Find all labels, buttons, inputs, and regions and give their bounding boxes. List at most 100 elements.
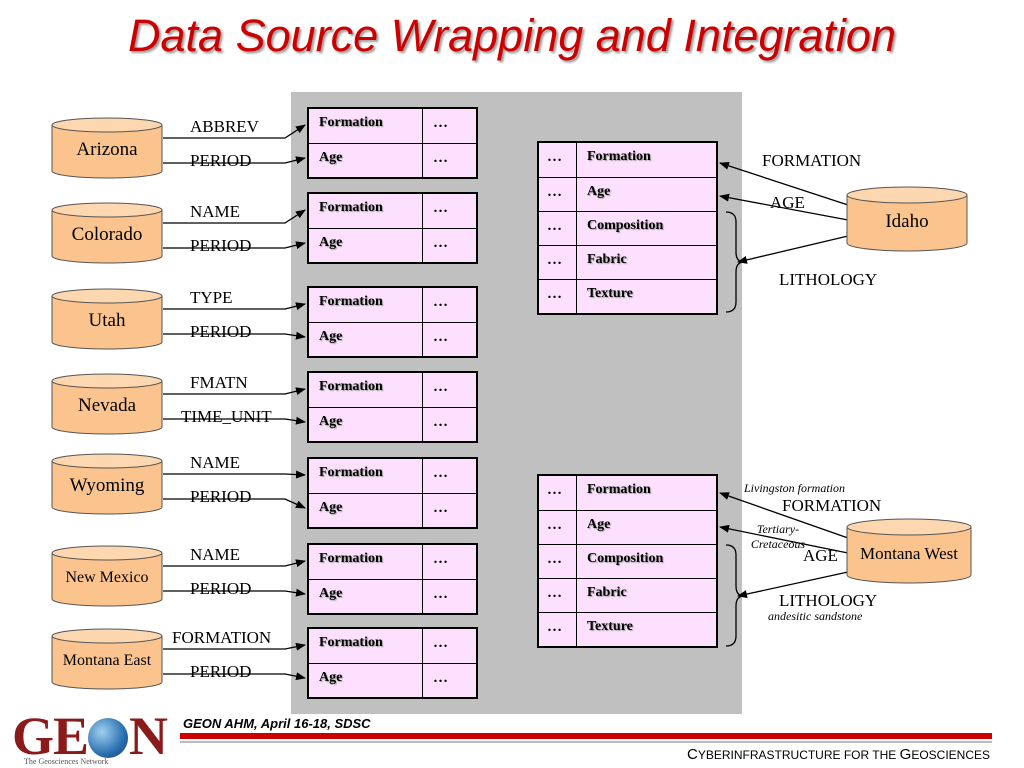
ellipsis-cell: … — [433, 635, 448, 651]
wrapper-attr-age: Age — [309, 664, 423, 697]
ellipsis-cell: … — [539, 511, 577, 544]
database-cylinder-icon — [846, 186, 968, 252]
database-nevada: Nevada — [51, 373, 163, 437]
wrapper-row-age: Age … — [309, 579, 476, 613]
wrapper-row-formation: Formation… — [309, 545, 476, 579]
schema-attr-texture: Texture — [587, 286, 633, 301]
footer-divider-shadow — [180, 741, 992, 743]
mapping-arrow — [163, 241, 306, 250]
wrapper-attr-age: Age — [309, 229, 423, 262]
wrapper-row-formation: Formation… — [309, 288, 476, 322]
ellipsis-cell: … — [539, 212, 577, 245]
footer-tagline: CYBERINFRASTRUCTURE FOR THE GEOSCIENCES — [640, 746, 990, 763]
idaho-age-arrow — [719, 193, 849, 221]
ellipsis-cell: … — [539, 280, 577, 313]
database-label: Utah — [88, 310, 126, 331]
wrapper-row-age: Age… — [309, 228, 476, 262]
mapping-arrow — [163, 470, 306, 479]
wrapper-attr-age: Age — [309, 323, 423, 356]
ellipsis-cell: … — [433, 414, 448, 430]
ellipsis-cell: … — [433, 294, 448, 310]
database-label: Montana West — [860, 544, 958, 563]
schema-attr-fabric: Fabric — [587, 585, 627, 600]
mapping-arrow — [163, 642, 306, 651]
mapping-arrow — [163, 416, 306, 425]
ellipsis-cell: … — [433, 465, 448, 481]
schema-row-age: …Age — [539, 177, 716, 211]
wrapper-row-age: Age … — [309, 663, 476, 697]
ellipsis-cell: … — [433, 379, 448, 395]
wrapper-attr-age: Age — [309, 580, 423, 613]
source-field-1: NAME — [190, 545, 241, 564]
database-new-mexico: New Mexico — [51, 545, 163, 609]
idaho-formation-arrow — [719, 162, 849, 206]
event-caption: GEON AHM, April 16-18, SDSC — [183, 716, 371, 731]
wrapper-table: Formation … Age… — [307, 457, 478, 529]
montana-lithology-arrow — [737, 568, 857, 598]
database-label: New Mexico — [65, 569, 149, 586]
mapping-arrow — [163, 672, 306, 681]
source-field-2: PERIOD — [190, 662, 252, 681]
database-arizona: Arizona — [51, 117, 163, 181]
schema-attr-texture: Texture — [587, 619, 633, 634]
source-field-2: TIME_UNIT — [181, 407, 272, 426]
wrapper-attr-formation: Formation — [309, 194, 423, 228]
wrapper-row-formation: Formation … — [309, 459, 476, 493]
wrapper-row-age: Age … — [309, 407, 476, 441]
idaho-lithology-arrow — [737, 232, 857, 264]
wrapper-attr-formation: Formation — [309, 459, 423, 493]
source-field-1: NAME — [190, 453, 241, 472]
wrapper-row-formation: Formation … — [309, 373, 476, 407]
footer-divider — [180, 733, 992, 739]
wrapper-attr-age: Age — [309, 408, 423, 441]
wrapper-table: Formation … Age… — [307, 192, 478, 264]
source-field-1: FMATN — [190, 373, 248, 392]
ellipsis-cell: … — [433, 150, 448, 166]
database-montana-west: Montana West — [846, 518, 972, 584]
source-field-2: PERIOD — [190, 487, 252, 506]
idaho-formation-field: FORMATION — [762, 151, 862, 170]
ellipsis-cell: … — [433, 200, 448, 216]
ellipsis-cell: … — [539, 143, 577, 177]
schema-attr-formation: Formation — [587, 482, 651, 497]
mapping-arrow — [163, 302, 306, 311]
schema-attr-age: Age — [587, 184, 611, 199]
wrapper-table: Formation…Age … — [307, 543, 478, 615]
wrapper-row-age: Age… — [309, 493, 476, 527]
ellipsis-cell: … — [433, 586, 448, 602]
idaho-lithology-field: LITHOLOGY — [779, 270, 878, 289]
database-label: Nevada — [77, 395, 137, 416]
formation-example: Livingston formation — [744, 481, 846, 495]
database-idaho: Idaho — [846, 186, 968, 252]
source-field-2: PERIOD — [190, 579, 252, 598]
schema-row-composition: …Composition — [539, 211, 716, 245]
wrapper-table: Formation…Age … — [307, 286, 478, 358]
source-field-2: PERIOD — [190, 151, 252, 170]
database-label: Colorado — [71, 224, 143, 245]
schema-row-texture: …Texture — [539, 612, 716, 646]
globe-icon — [88, 718, 128, 758]
database-label: Wyoming — [69, 475, 145, 496]
schema-row-fabric: … Fabric — [539, 578, 716, 612]
schema-row-composition: …Composition — [539, 544, 716, 578]
source-field-2: PERIOD — [190, 322, 252, 341]
age-example: Tertiary-Cretaceous — [750, 522, 806, 551]
schema-row-formation: … Formation — [539, 143, 716, 177]
schema-row-formation: … Formation — [539, 476, 716, 510]
ellipsis-cell: … — [539, 476, 577, 510]
schema-attr-age: Age — [587, 517, 611, 532]
ellipsis-cell: … — [539, 579, 577, 612]
wrapper-row-age: Age… — [309, 143, 476, 177]
mapping-arrow — [163, 387, 306, 396]
geon-logo: GEON The Geosciences Network — [12, 705, 172, 766]
ellipsis-cell: … — [433, 670, 448, 686]
wrapper-attr-formation: Formation — [309, 373, 423, 407]
mapping-arrow — [163, 156, 306, 165]
montana-west-age-field: AGE — [803, 546, 838, 565]
tagline-cap: G — [899, 746, 912, 763]
database-cylinder-icon — [51, 373, 163, 435]
database-utah: Utah — [51, 288, 163, 352]
database-cylinder-icon — [51, 628, 163, 690]
ellipsis-cell: … — [433, 115, 448, 131]
schema-attr-formation: Formation — [587, 149, 651, 164]
